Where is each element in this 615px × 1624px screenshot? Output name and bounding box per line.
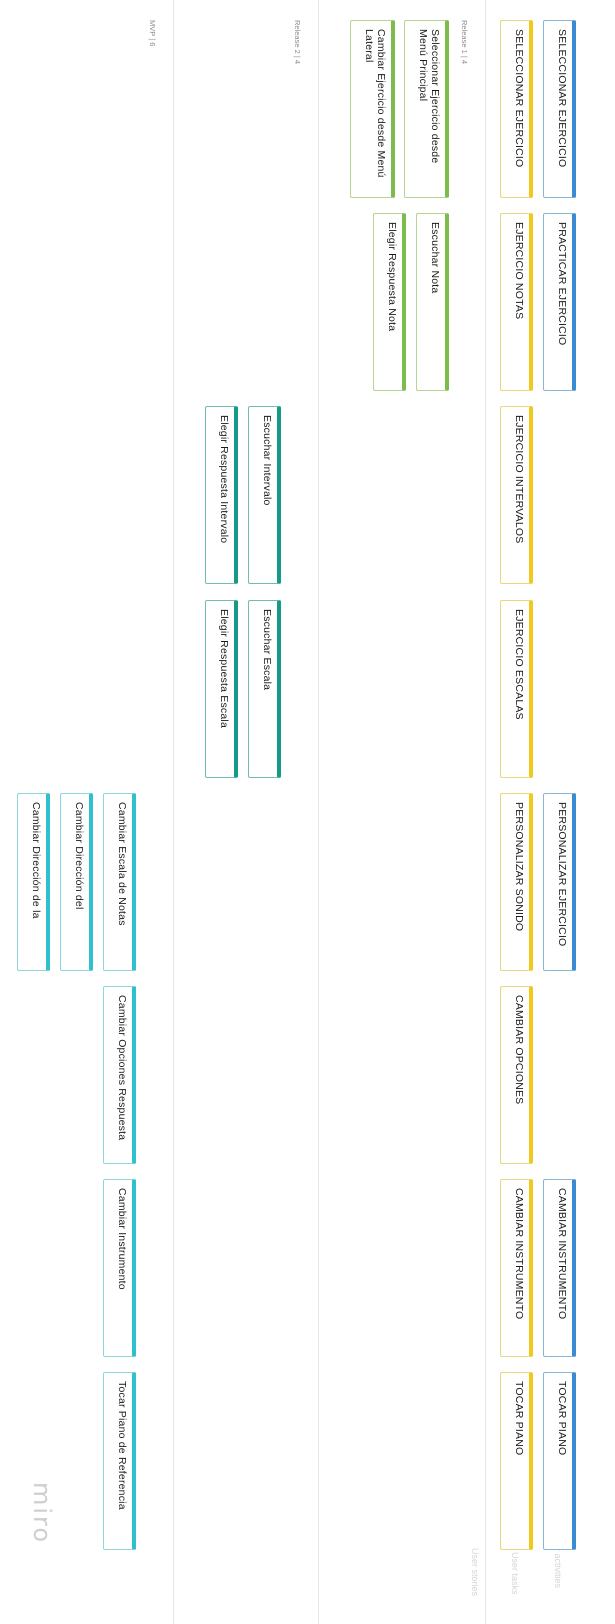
story-label: Tocar Piano de Referencia [116,1381,128,1510]
activity-card[interactable]: TOCAR PIANO [543,1372,576,1550]
task-card[interactable]: EJERCICIO NOTAS [500,213,533,391]
story-card[interactable]: Cambiar Ejercicio desde Menú Lateral [350,20,395,198]
story-card[interactable]: Elegir Respuesta Intervalo [205,406,238,584]
story-card[interactable]: Escuchar Nota [416,213,449,391]
divider-release1 [485,0,486,1624]
task-label: EJERCICIO INTERVALOS [513,415,525,544]
story-label: Elegir Respuesta Nota [386,222,398,332]
task-label: CAMBIAR OPCIONES [513,995,525,1105]
activity-label: CAMBIAR INSTRUMENTO [556,1188,568,1320]
activity-label: SELECCIONAR EJERCICIO [556,29,568,168]
story-label: Cambiar Dirección del [73,802,85,910]
story-card[interactable]: Escuchar Escala [248,600,281,778]
task-label: PERSONALIZAR SONIDO [513,802,525,932]
task-label: EJERCICIO NOTAS [513,222,525,320]
user-stories-label: User stories [470,1548,480,1597]
story-card[interactable]: Tocar Piano de Referencia [103,1372,136,1550]
story-label: Seleccionar Ejercicio desde Menú Princip… [417,29,441,164]
story-card[interactable]: Cambiar Instrumento [103,1179,136,1357]
activity-card[interactable]: SELECCIONAR EJERCICIO [543,20,576,198]
task-label: EJERCICIO ESCALAS [513,609,525,720]
story-card[interactable]: Elegir Respuesta Escala [205,600,238,778]
activity-label: PRACTICAR EJERCICIO [556,222,568,346]
story-card[interactable]: Cambiar Opciones Respuesta [103,986,136,1164]
release1-label: Release 1 | 4 [460,20,469,65]
story-card[interactable]: Seleccionar Ejercicio desde Menú Princip… [404,20,449,198]
user-tasks-label: User tasks [510,1552,520,1595]
task-card[interactable]: CAMBIAR OPCIONES [500,986,533,1164]
story-label: Cambiar Dirección de la [30,802,42,919]
story-label: Escuchar Intervalo [261,415,273,506]
task-card[interactable]: EJERCICIO ESCALAS [500,600,533,778]
task-card[interactable]: PERSONALIZAR SONIDO [500,793,533,971]
mvp-label: MVP | 6 [148,20,157,47]
task-label: CAMBIAR INSTRUMENTO [513,1188,525,1320]
activity-label: PERSONALIZAR EJERCICIO [556,802,568,947]
story-card[interactable]: Cambiar Dirección del [60,793,93,971]
story-label: Cambiar Instrumento [116,1188,128,1290]
story-label: Cambiar Opciones Respuesta [116,995,128,1141]
story-card[interactable]: Elegir Respuesta Nota [373,213,406,391]
activity-card[interactable]: PRACTICAR EJERCICIO [543,213,576,391]
task-card[interactable]: TOCAR PIANO [500,1372,533,1550]
activity-label: TOCAR PIANO [556,1381,568,1456]
story-card[interactable]: Escuchar Intervalo [248,406,281,584]
story-card[interactable]: Cambiar Escala de Notas [103,793,136,971]
story-label: Elegir Respuesta Escala [218,609,230,728]
user-activities-label: User activities [553,1532,563,1589]
activity-card[interactable]: PERSONALIZAR EJERCICIO [543,793,576,971]
task-card[interactable]: SELECCIONAR EJERCICIO [500,20,533,198]
story-label: Escuchar Nota [429,222,441,294]
task-label: SELECCIONAR EJERCICIO [513,29,525,168]
divider-mvp [173,0,174,1624]
release2-label: Release 2 | 4 [293,20,302,65]
divider-release2 [318,0,319,1624]
story-label: Elegir Respuesta Intervalo [218,415,230,544]
task-card[interactable]: EJERCICIO INTERVALOS [500,406,533,584]
story-label: Cambiar Ejercicio desde Menú Lateral [363,29,387,178]
task-card[interactable]: CAMBIAR INSTRUMENTO [500,1179,533,1357]
story-card[interactable]: Cambiar Dirección de la [17,793,50,971]
activity-card[interactable]: CAMBIAR INSTRUMENTO [543,1179,576,1357]
story-label: Escuchar Escala [261,609,273,691]
miro-logo: miro [28,1482,56,1545]
story-label: Cambiar Escala de Notas [116,802,128,926]
task-label: TOCAR PIANO [513,1381,525,1456]
